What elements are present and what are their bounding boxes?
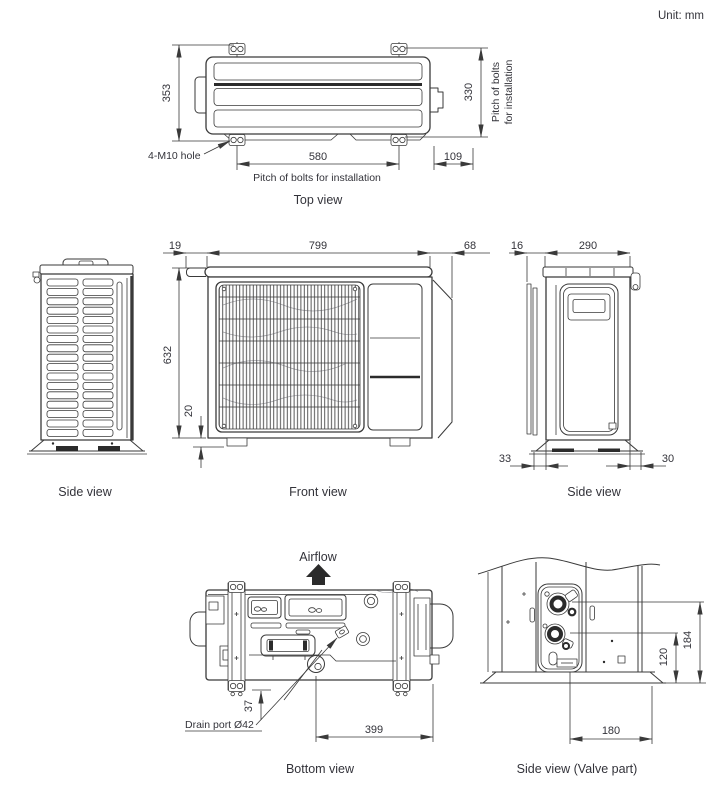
dim-bolt-pitch-580: 580 bbox=[309, 151, 327, 163]
dim-right-offset-109: 109 bbox=[444, 151, 462, 163]
dim-valve1-184: 184 bbox=[682, 631, 694, 649]
dim-drain-37: 37 bbox=[243, 700, 255, 712]
dim-gap-68: 68 bbox=[464, 240, 476, 252]
dim-depth-290: 290 bbox=[579, 240, 597, 252]
slot-panel-a bbox=[247, 596, 282, 619]
dim-width-799: 799 bbox=[309, 240, 327, 252]
fan-grille bbox=[215, 281, 365, 433]
dim-valve2-120: 120 bbox=[658, 648, 670, 666]
valve-view-caption: Side view (Valve part) bbox=[517, 762, 638, 776]
dim-lip-16: 16 bbox=[511, 240, 523, 252]
unit-label: Unit: mm bbox=[658, 10, 704, 22]
left-bump bbox=[189, 611, 206, 647]
mount-rail-left bbox=[227, 582, 246, 691]
airflow-label: Airflow bbox=[299, 550, 337, 564]
slot-panel-b bbox=[284, 594, 347, 621]
dim-drain-399: 399 bbox=[365, 724, 383, 736]
foot-left bbox=[226, 437, 248, 447]
side-view-left-caption: Side view bbox=[58, 485, 112, 499]
dim-base-left-33: 33 bbox=[499, 453, 511, 465]
dim-depth-353: 353 bbox=[161, 84, 173, 102]
side-view-left: Side view bbox=[27, 258, 147, 499]
bolt-hole-label: 4-M10 hole bbox=[148, 150, 201, 162]
break-line bbox=[477, 557, 661, 575]
dim-base-right-30: 30 bbox=[662, 453, 674, 465]
central-bracket bbox=[260, 634, 316, 657]
front-view: 19 799 68 632 20 Front view bbox=[162, 240, 490, 499]
service-panel bbox=[367, 283, 423, 431]
bottom-view-caption: Bottom view bbox=[286, 762, 355, 776]
dim-height-632: 632 bbox=[162, 346, 174, 364]
dim-lip-19: 19 bbox=[169, 240, 181, 252]
side-cover bbox=[542, 266, 634, 278]
dim-base-20: 20 bbox=[183, 405, 195, 417]
front-view-caption: Front view bbox=[289, 485, 348, 499]
pitch-bottom-label: Pitch of bolts for installation bbox=[253, 172, 381, 184]
pitch-right-label-1: Pitch of bolts bbox=[490, 62, 502, 122]
side-view-right: 16 290 33 30 Side view bbox=[499, 240, 674, 499]
drain-port-label: Drain port Ø42 bbox=[185, 719, 254, 731]
drain-port bbox=[307, 655, 325, 673]
pitch-right-label-2: for installation bbox=[503, 59, 515, 124]
top-cover bbox=[204, 266, 433, 278]
inner-panel bbox=[559, 283, 619, 436]
left-tab bbox=[194, 76, 206, 114]
valve-upper bbox=[544, 589, 578, 617]
bottom-view: Airflow bbox=[185, 550, 454, 776]
right-tab bbox=[430, 87, 444, 113]
right-panel-edge bbox=[432, 279, 453, 439]
top-view: 353 330 Pitch of bolts for installation … bbox=[148, 42, 515, 207]
valve-view: 184 120 180 Side view (Valve part) bbox=[477, 557, 706, 776]
top-view-caption: Top view bbox=[294, 193, 344, 207]
airflow-arrow-icon bbox=[306, 564, 331, 577]
mount-rail-right bbox=[392, 582, 411, 691]
dim-bolt-pitch-330: 330 bbox=[463, 83, 475, 101]
foot-right bbox=[389, 437, 411, 447]
side-view-right-caption: Side view bbox=[567, 485, 621, 499]
dim-width-180: 180 bbox=[602, 725, 620, 737]
right-bump bbox=[430, 603, 454, 649]
valve-lower bbox=[542, 623, 574, 650]
